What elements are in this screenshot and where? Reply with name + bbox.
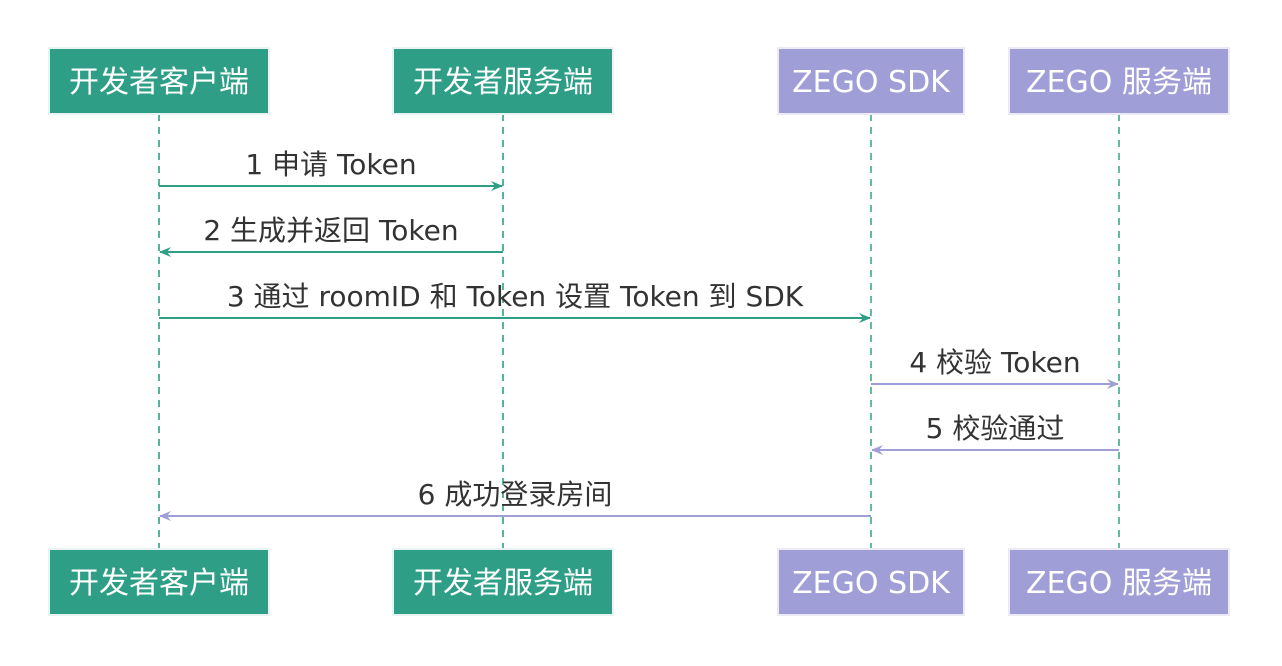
actor-box-top-sdk: ZEGO SDK (777, 47, 965, 115)
actor-box-background (777, 548, 965, 616)
actor-box-bottom-zego-server: ZEGO 服务端 (1008, 548, 1230, 616)
message-6: 6 成功登录房间 (159, 478, 871, 521)
message-3: 3 通过 roomID 和 Token 设置 Token 到 SDK (159, 280, 871, 323)
actor-box-top-zego-server: ZEGO 服务端 (1008, 47, 1230, 115)
message-1: 1 申请 Token (159, 148, 503, 191)
actor-box-top-client: 开发者客户端 (48, 47, 270, 115)
actor-label: 开发者服务端 (413, 65, 593, 100)
actor-box-background (1008, 47, 1230, 115)
actor-label: 开发者客户端 (69, 566, 249, 601)
actor-box-background (48, 47, 270, 115)
actor-box-background (392, 47, 614, 115)
actor-box-bottom-server: 开发者服务端 (392, 548, 614, 616)
message-label: 3 通过 roomID 和 Token 设置 Token 到 SDK (227, 280, 804, 313)
actor-label: 开发者客户端 (69, 65, 249, 100)
message-label: 2 生成并返回 Token (203, 214, 458, 247)
actor-box-bottom-sdk: ZEGO SDK (777, 548, 965, 616)
actor-label: ZEGO 服务端 (1026, 566, 1212, 601)
actor-box-background (777, 47, 965, 115)
message-2: 2 生成并返回 Token (159, 214, 503, 257)
message-label: 4 校验 Token (909, 346, 1080, 379)
actor-box-background (1008, 548, 1230, 616)
message-label: 6 成功登录房间 (418, 478, 613, 511)
actor-label: ZEGO 服务端 (1026, 65, 1212, 100)
actor-label: 开发者服务端 (413, 566, 593, 601)
actor-box-top-server: 开发者服务端 (392, 47, 614, 115)
actor-label: ZEGO SDK (792, 65, 951, 100)
message-label: 1 申请 Token (245, 148, 416, 181)
actor-box-background (48, 548, 270, 616)
actor-box-background (392, 548, 614, 616)
message-4: 4 校验 Token (871, 346, 1119, 389)
actor-label: ZEGO SDK (792, 566, 951, 601)
actor-box-bottom-client: 开发者客户端 (48, 548, 270, 616)
message-5: 5 校验通过 (871, 412, 1119, 455)
message-label: 5 校验通过 (926, 412, 1065, 445)
